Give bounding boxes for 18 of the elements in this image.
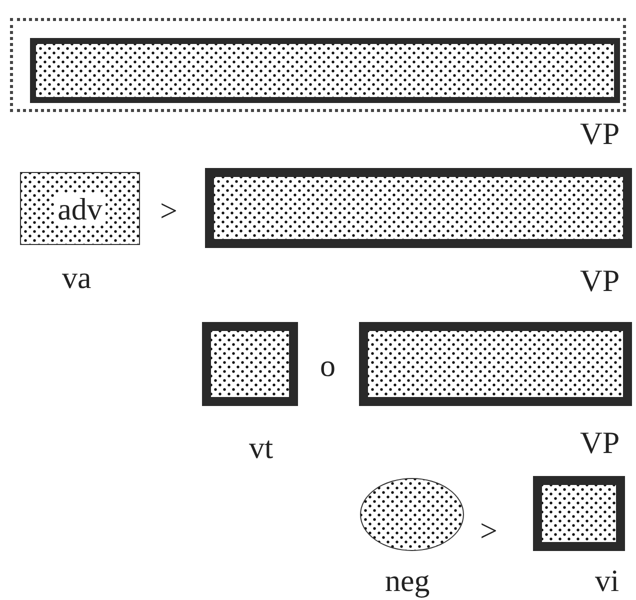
category-label: neg bbox=[385, 565, 430, 596]
symbol-label: VP bbox=[580, 427, 620, 458]
category-label: vt bbox=[249, 432, 274, 463]
stippled-box bbox=[202, 322, 298, 406]
stippled-bar bbox=[205, 168, 632, 248]
symbol-label: o bbox=[320, 350, 336, 381]
stippled-bar bbox=[30, 38, 620, 103]
stippled-bar bbox=[359, 322, 632, 406]
symbol-label: VP bbox=[580, 118, 620, 149]
category-label: vi bbox=[595, 565, 620, 596]
stippled-box bbox=[533, 476, 625, 551]
symbol-label: > bbox=[480, 515, 498, 546]
symbol-label: VP bbox=[580, 265, 620, 296]
dotted-outline-frame bbox=[10, 18, 626, 112]
stippled-box bbox=[20, 172, 140, 245]
symbol-label: > bbox=[160, 195, 178, 226]
category-label: va bbox=[62, 262, 92, 293]
node-label: adv bbox=[54, 193, 106, 224]
